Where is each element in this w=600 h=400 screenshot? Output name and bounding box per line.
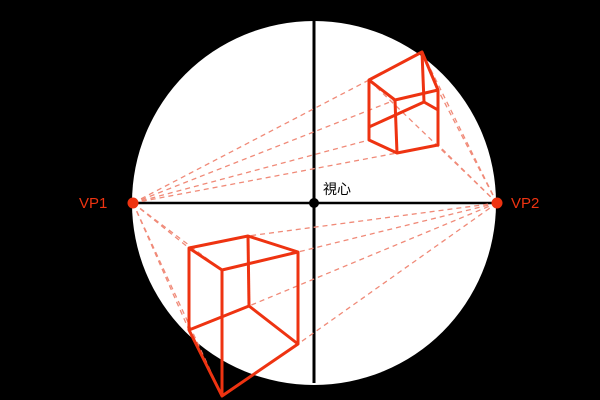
guide-line <box>132 139 370 204</box>
vanishing-point-right <box>491 197 503 209</box>
vp-right-label: VP2 <box>511 195 539 212</box>
vanishing-guide-lines <box>132 51 498 397</box>
vp-left-label: VP1 <box>79 195 107 212</box>
box-inner-edge <box>393 99 399 154</box>
guide-line <box>247 202 498 237</box>
center-of-vision-point <box>309 198 319 208</box>
box-back-edges <box>368 100 439 129</box>
box-back-edge <box>420 51 426 103</box>
vanishing-point-left <box>127 197 139 209</box>
guide-line <box>437 89 498 204</box>
center-of-vision-label: 視心 <box>323 182 351 198</box>
guide-line <box>297 202 498 345</box>
guide-line <box>297 202 498 253</box>
box-back-edge <box>246 235 251 307</box>
box-back-edges <box>188 304 299 346</box>
upper-right-box <box>367 50 440 155</box>
guide-line <box>437 144 498 204</box>
guide-line <box>132 99 396 204</box>
lower-left-box <box>187 234 300 398</box>
